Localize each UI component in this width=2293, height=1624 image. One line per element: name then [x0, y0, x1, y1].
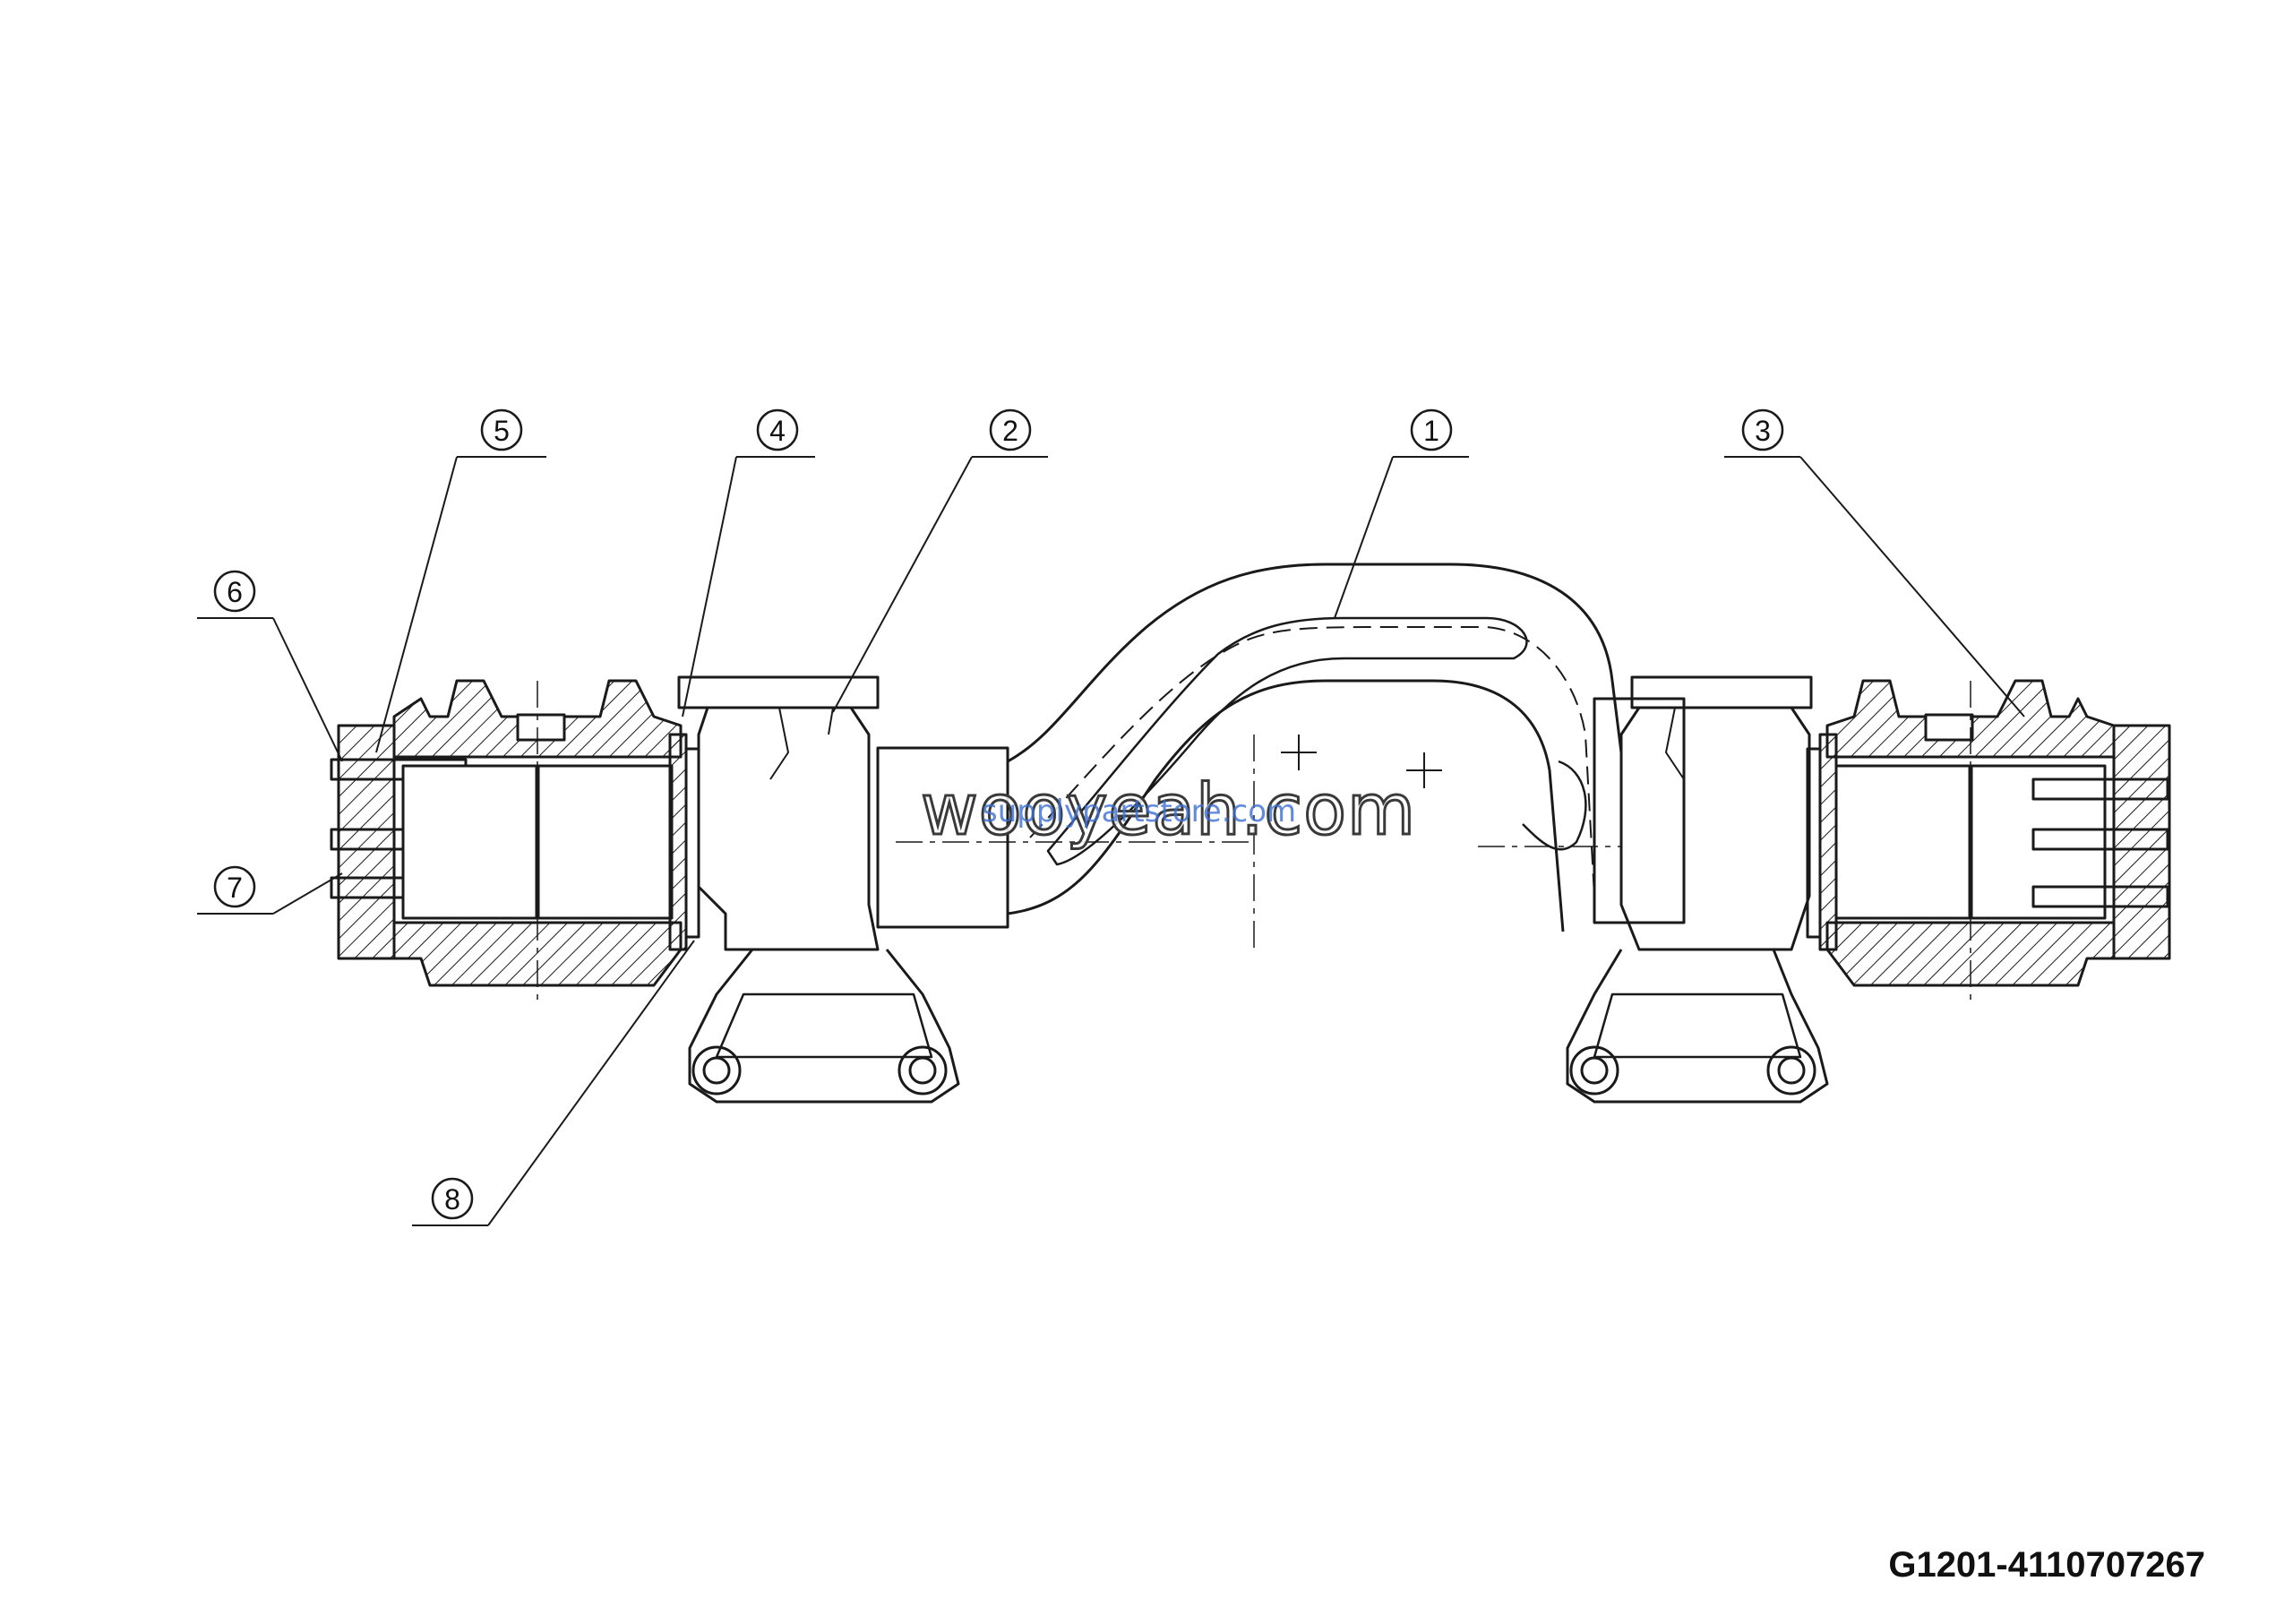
bent-beam-slot — [1046, 616, 1528, 866]
callout-8: 8 — [431, 1177, 474, 1220]
callout-2-label: 2 — [1002, 415, 1018, 447]
callout-5-label: 5 — [494, 415, 510, 447]
right-hub-plug — [1924, 713, 1974, 742]
right-lower-arm — [1566, 949, 1829, 1104]
callout-7-label: 7 — [227, 872, 243, 904]
callout-1-label: 1 — [1423, 415, 1439, 447]
callout-7: 7 — [213, 865, 256, 908]
center-axle-tube — [876, 563, 1623, 949]
callout-2: 2 — [989, 408, 1032, 451]
callout-3-label: 3 — [1755, 415, 1771, 447]
bent-beam-bottom — [1007, 679, 1565, 932]
left-spacer — [684, 747, 700, 939]
callout-6: 6 — [213, 570, 256, 613]
left-eye-2 — [897, 1045, 948, 1096]
right-bolt-mid — [2031, 828, 2169, 851]
callout-4: 4 — [756, 408, 799, 451]
left-end-cap — [337, 724, 396, 960]
left-bearing-outer — [401, 764, 539, 920]
bent-beam-top — [1007, 563, 1623, 763]
right-eye-2 — [1766, 1045, 1816, 1096]
callouts: 5 4 2 1 3 6 7 8 — [213, 408, 1784, 1220]
callout-4-label: 4 — [769, 415, 786, 447]
right-tube-sleeve — [1593, 697, 1686, 924]
callout-8-label: 8 — [444, 1183, 460, 1216]
left-seal — [668, 733, 688, 951]
left-bearing-inner — [536, 764, 674, 920]
leader-lines — [197, 456, 2025, 1226]
right-bearing-outer — [1969, 764, 2107, 920]
left-hub-assembly — [330, 679, 700, 1003]
callout-1: 1 — [1410, 408, 1453, 451]
right-end-cap — [2112, 724, 2171, 960]
callout-5: 5 — [480, 408, 523, 451]
callout-3: 3 — [1741, 408, 1784, 451]
left-lower-arm — [688, 949, 960, 1104]
left-eye-1 — [691, 1045, 742, 1096]
right-seal — [1818, 733, 1838, 951]
right-bracket-flange — [1630, 675, 1813, 709]
drawing-code: G1201-4110707267 — [1888, 1545, 2205, 1585]
left-bracket-body — [697, 706, 880, 951]
right-bracket — [1566, 675, 1829, 1104]
right-bolt-top — [2031, 778, 2169, 801]
right-bearing-inner — [1834, 764, 1972, 920]
left-bracket — [677, 675, 960, 1104]
left-tube-sleeve — [876, 746, 1009, 929]
right-bracket-body — [1619, 706, 1811, 951]
right-hub-assembly — [1806, 679, 2171, 1003]
right-bolt-bottom — [2031, 885, 2169, 908]
right-eye-1 — [1569, 1045, 1619, 1096]
callout-6-label: 6 — [227, 576, 243, 608]
left-hub-plug — [516, 713, 566, 742]
left-bracket-flange — [677, 675, 880, 709]
